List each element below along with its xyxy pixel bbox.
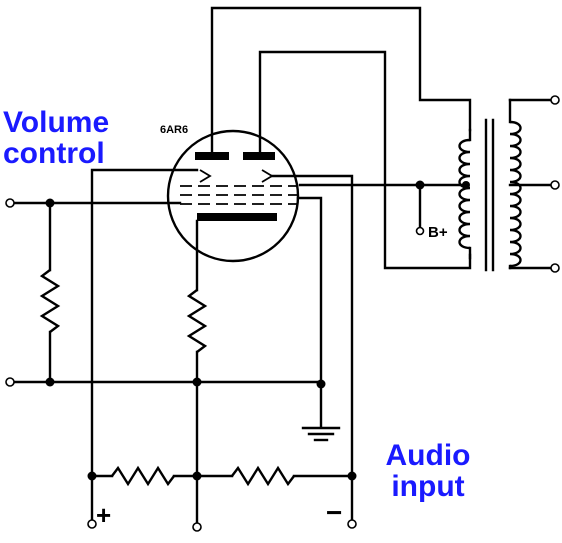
common-terminal[interactable] <box>192 522 202 532</box>
plate2-lead <box>258 50 472 270</box>
bias-resistor-left <box>111 465 175 487</box>
tube-envelope <box>166 129 300 263</box>
tube-cathode <box>197 213 277 221</box>
ground-symbol <box>301 426 341 442</box>
plus-terminal[interactable] <box>87 519 97 529</box>
junction-bias-mid <box>192 471 202 481</box>
tube-plate-1 <box>195 152 229 160</box>
grid-hook-right <box>261 169 274 183</box>
volume-label-line2: control <box>3 137 105 170</box>
transformer-primary <box>458 128 472 260</box>
cathode-resistor <box>186 289 208 353</box>
output-terminal-top[interactable] <box>550 95 560 105</box>
plate1-lead <box>210 6 472 154</box>
volume-label-line1: Volume <box>3 106 110 139</box>
tube-type-label: 6AR6 <box>160 124 189 136</box>
tube-plate-2 <box>243 152 275 160</box>
bplus-terminal[interactable] <box>415 226 425 236</box>
output-terminal-bottom[interactable] <box>550 263 560 273</box>
grid-right-lead <box>270 174 354 478</box>
plus-sign: + <box>96 500 112 530</box>
bias-resistor-right <box>231 465 295 487</box>
volume-resistor <box>39 269 61 333</box>
audio-label-line2: input <box>391 470 465 503</box>
grid-left-lead <box>90 168 199 478</box>
grid-hook-left <box>199 169 212 183</box>
suppressor-lead <box>296 196 323 386</box>
volume-terminal-bottom[interactable] <box>5 377 15 387</box>
audio-input-label: Audio input <box>378 440 478 502</box>
volume-control-label: Volume control <box>3 107 109 169</box>
audio-label-line1: Audio <box>385 439 471 472</box>
output-terminal-mid[interactable] <box>550 180 560 190</box>
bplus-label: B+ <box>428 224 448 241</box>
junction-center-tap <box>462 181 470 189</box>
minus-sign: − <box>326 497 343 528</box>
tube-grids <box>180 185 298 205</box>
volume-terminal-top[interactable] <box>5 198 15 208</box>
minus-terminal[interactable] <box>347 519 357 529</box>
junction-volume-bottom <box>45 377 55 387</box>
